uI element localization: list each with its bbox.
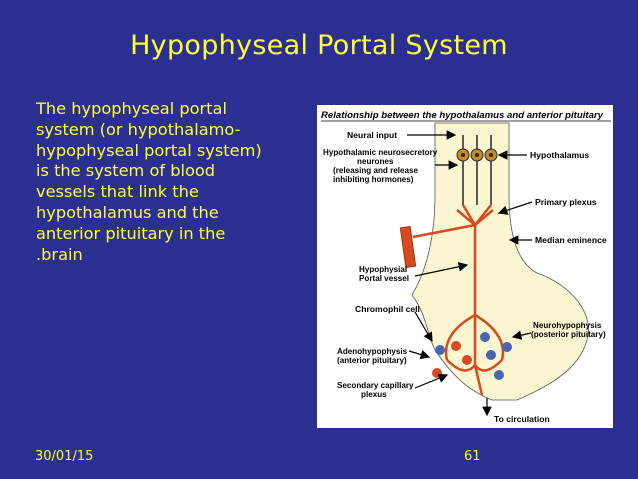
arrow-chromophil-cell (414, 311, 433, 343)
diagram-figure: Relationship between the hypothalamus an… (317, 105, 613, 428)
arrow-primary-plexus (497, 201, 533, 215)
footer-page-number: 61 (464, 449, 481, 464)
arrow-neurohypophysis (511, 330, 532, 340)
diagram-heading: Relationship between the hypothalamus an… (321, 110, 604, 121)
label-chromophil-cell: Chromophil cell (355, 304, 420, 314)
label-neurosecretory-4: inhibiting hormones) (333, 175, 414, 184)
label-neurohypophysis-1: Neurohypophysis (533, 321, 602, 330)
label-neural-input: Neural input (347, 130, 397, 140)
label-portal-vessel-2: Portal vessel (359, 274, 409, 283)
label-primary-plexus: Primary plexus (535, 197, 597, 207)
label-adenohypophysis-2: (anterior pituitary) (337, 356, 407, 365)
portal-vessel (399, 204, 505, 396)
arrow-secondary-plexus (414, 373, 449, 389)
label-to-circulation: To circulation (494, 414, 550, 424)
label-adenohypophysis-1: Adenohypophysis (337, 347, 408, 356)
slide-title: Hypophyseal Portal System (130, 30, 508, 61)
footer-date: 30/01/15 (35, 449, 94, 464)
label-neurosecretory-3: (releasing and release (333, 166, 419, 175)
arrow-adenohypophysis (408, 349, 431, 360)
arrow-portal-vessel (414, 262, 469, 277)
label-portal-vessel-1: Hypophysial (359, 265, 407, 274)
label-median-eminence: Median eminence (535, 235, 607, 245)
label-neurohypophysis-2: (posterior pituitary) (531, 330, 606, 339)
label-secondary-plexus-2: plexus (361, 390, 387, 399)
label-hypothalamus: Hypothalamus (530, 150, 589, 160)
label-neurosecretory-2: neurones (357, 157, 394, 166)
diagram-svg: Relationship between the hypothalamus an… (321, 110, 611, 424)
label-neurosecretory-1: Hypothalamic neurosecretory (323, 148, 438, 157)
slide-body-text: The hypophyseal portal system (or hypoth… (36, 99, 262, 264)
chromophil-cells (432, 332, 512, 380)
label-secondary-plexus-1: Secondary capillary (337, 381, 414, 390)
neurosecretory-neurons (456, 135, 498, 205)
